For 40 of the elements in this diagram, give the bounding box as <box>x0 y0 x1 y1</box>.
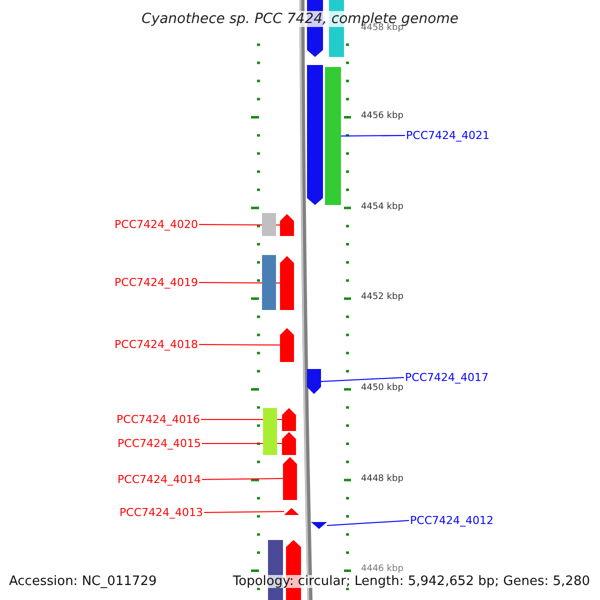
gene-feature <box>263 408 277 455</box>
scale-label: 4446 kbp <box>361 565 404 574</box>
gene-feature <box>282 408 296 431</box>
footer-text: Topology: circular; Length: 5,942,652 bp; Genes: 5,280 <box>232 575 590 588</box>
leader-line <box>320 377 404 382</box>
leader-line <box>198 224 280 226</box>
gene-label: PCC7424_4021 <box>406 130 490 141</box>
gene-feature <box>282 432 296 455</box>
gene-feature <box>283 457 297 500</box>
scale-label: 4448 kbp <box>361 475 404 484</box>
gene-feature <box>284 508 299 515</box>
gene-label: PCC7424_4014 <box>118 474 201 485</box>
leader-line <box>202 478 284 480</box>
leader-line <box>326 520 410 526</box>
scale-label: 4452 kbp <box>361 293 404 302</box>
gene-feature <box>311 522 327 529</box>
scale-label: 4456 kbp <box>361 112 404 121</box>
gene-label: PCC7424_4020 <box>114 219 198 230</box>
leader-line <box>198 344 280 346</box>
gene-feature <box>280 214 294 236</box>
gene-feature <box>262 213 276 236</box>
leader-line <box>340 135 406 136</box>
gene-feature <box>262 255 276 310</box>
leader-line <box>204 511 284 513</box>
gene-feature <box>307 65 323 205</box>
footer-text: Accession: NC_011729 <box>9 575 157 588</box>
gene-feature <box>280 256 294 310</box>
gene-label: PCC7424_4015 <box>118 438 201 449</box>
scale-label: 4454 kbp <box>361 203 404 212</box>
gene-label: PCC7424_4016 <box>116 414 200 425</box>
gene-label: PCC7424_4012 <box>410 515 494 526</box>
gene-label: PCC7424_4013 <box>120 507 203 518</box>
gene-feature <box>280 328 294 362</box>
scale-label: 4450 kbp <box>361 384 404 393</box>
scale-label: 4458 kbp <box>361 24 404 33</box>
gene-label: PCC7424_4017 <box>405 372 488 383</box>
gene-label: PCC7424_4019 <box>114 277 198 288</box>
gene-feature <box>325 67 341 205</box>
gene-feature <box>307 369 321 394</box>
gene-label: PCC7424_4018 <box>114 339 198 350</box>
